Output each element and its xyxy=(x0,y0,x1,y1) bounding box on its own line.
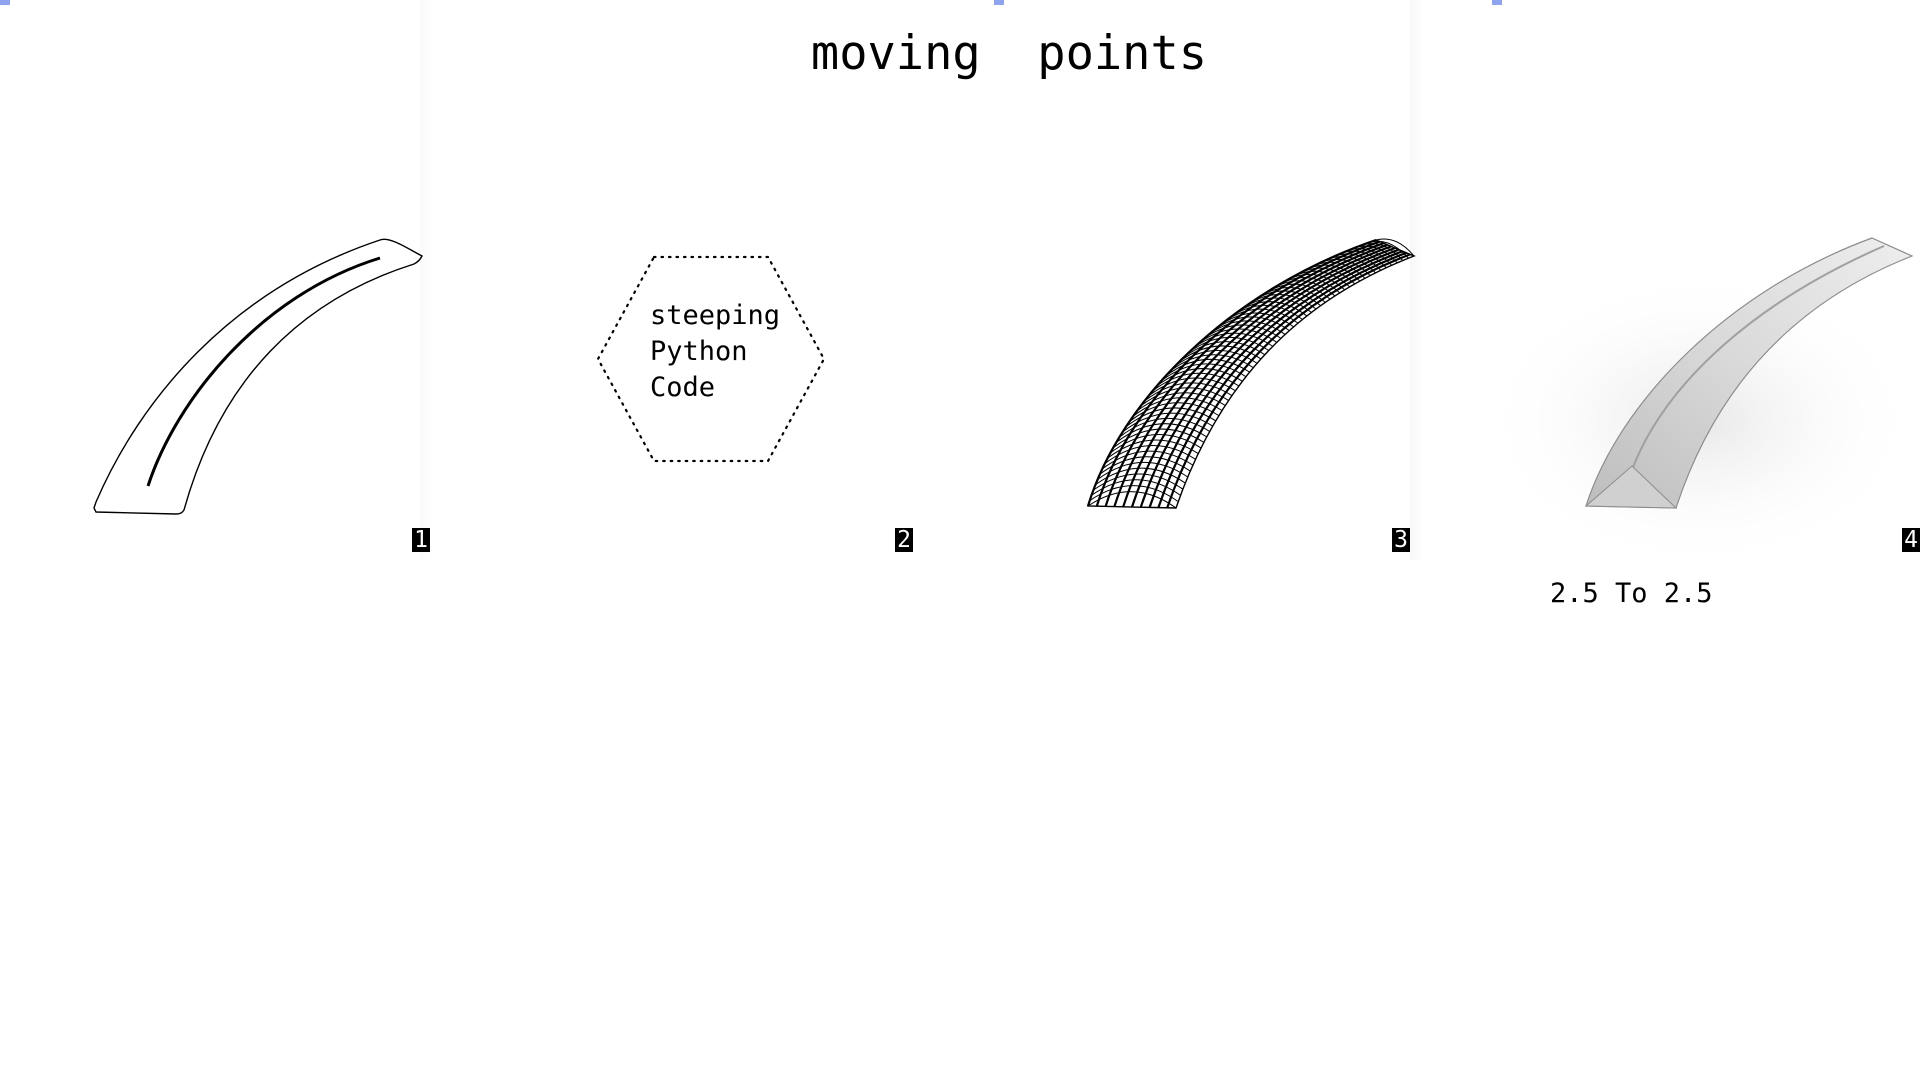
wire-line xyxy=(1129,402,1220,422)
wire-contour xyxy=(1122,245,1392,508)
wire-line xyxy=(1122,412,1213,433)
hexagon-line-3: Code xyxy=(650,372,716,403)
wire-contour xyxy=(1148,250,1403,508)
page-title: moving points xyxy=(810,26,1208,81)
panel-3-wire-lines xyxy=(1086,238,1415,509)
wire-contour xyxy=(1166,253,1411,509)
wire-line xyxy=(1097,461,1189,480)
wire-line xyxy=(1091,479,1181,496)
wire-line xyxy=(1125,407,1216,428)
hexagon-line-2: Python xyxy=(650,336,748,367)
panel-2-hexagon xyxy=(596,255,826,463)
wire-line xyxy=(1148,377,1236,397)
wire-line xyxy=(1140,387,1229,407)
wire-line xyxy=(1087,491,1177,509)
wire-contour xyxy=(1157,251,1407,508)
panel-badge-1: 1 xyxy=(412,528,430,552)
wire-line xyxy=(1093,473,1184,491)
wire-line xyxy=(1144,382,1233,402)
wire-contour xyxy=(1104,242,1384,507)
range-caption: 2.5 To 2.5 xyxy=(1550,578,1713,609)
wire-contour xyxy=(1130,246,1396,508)
panel-badge-2: 2 xyxy=(895,528,913,552)
panel-3-wire-form xyxy=(1087,239,1416,509)
wire-line xyxy=(1152,372,1240,392)
top-marker-mid xyxy=(994,0,1004,5)
wire-line xyxy=(1375,238,1415,257)
wire-line xyxy=(1089,485,1179,503)
wire-line xyxy=(1095,467,1186,486)
top-marker-right xyxy=(1492,0,1502,5)
wire-line xyxy=(1132,397,1223,417)
wire-contour xyxy=(1113,243,1388,507)
panel-1-outline-form xyxy=(93,238,423,515)
wire-line xyxy=(1099,456,1191,475)
wire-line xyxy=(1156,368,1243,387)
panel-separator-1 xyxy=(420,0,434,560)
wire-contour xyxy=(1139,248,1400,508)
top-marker-left xyxy=(0,0,10,5)
hexagon-label: steeping Python Code xyxy=(650,298,780,406)
panel-separator-3 xyxy=(1410,0,1424,560)
wire-line xyxy=(1160,363,1247,382)
hexagon-line-1: steeping xyxy=(650,300,781,331)
wire-line xyxy=(1169,354,1254,372)
panel-badge-3: 3 xyxy=(1392,528,1410,552)
wire-contour xyxy=(1086,238,1377,507)
wire-line xyxy=(1165,358,1250,377)
wire-line xyxy=(1136,392,1226,412)
panel-4-shaded-form xyxy=(1480,237,1920,570)
wire-contour xyxy=(1095,240,1381,507)
panel-badge-4: 4 xyxy=(1902,528,1920,552)
